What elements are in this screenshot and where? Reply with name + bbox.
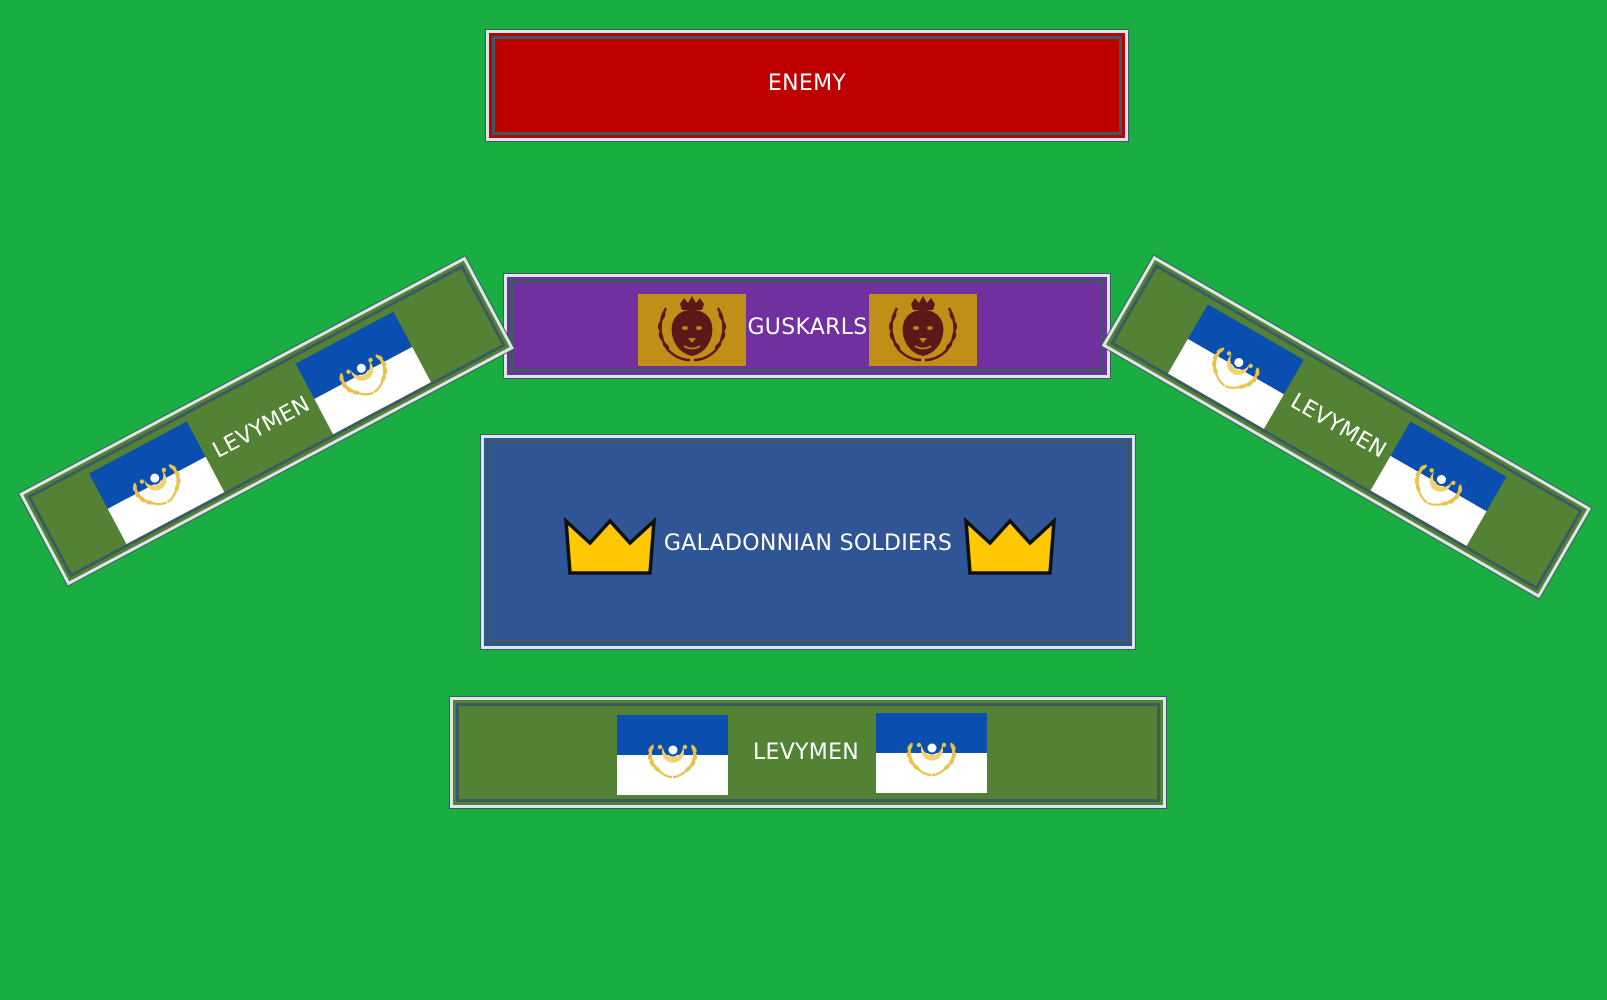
galadonnian-soldiers-label: GALADONNIAN SOLDIERS	[663, 531, 953, 556]
guskarls-unit: GUSKARLS	[504, 274, 1110, 378]
lion-emblem-icon	[869, 294, 977, 366]
crown-icon	[962, 517, 1058, 577]
crescent-flag-icon	[89, 421, 225, 544]
galadonnian-soldiers-unit: GALADONNIAN SOLDIERS	[481, 435, 1135, 649]
levymen-right-unit: LEVYMEN	[1101, 255, 1592, 599]
crescent-flag-icon	[1370, 421, 1506, 546]
crescent-flag-icon	[617, 715, 728, 795]
enemy-label: ENEMY	[767, 71, 847, 96]
levymen-rear-unit: LEVYMEN	[450, 697, 1166, 808]
crescent-flag-icon	[1168, 304, 1304, 429]
crescent-flag-icon	[876, 713, 987, 793]
levymen-left-unit: LEVYMEN	[19, 256, 514, 586]
levymen-right-label: LEVYMEN	[1286, 388, 1391, 464]
lion-emblem-icon	[638, 294, 746, 366]
guskarls-label: GUSKARLS	[747, 315, 868, 340]
crescent-flag-icon	[295, 312, 431, 435]
enemy-unit: ENEMY	[486, 30, 1128, 141]
crown-icon	[562, 517, 658, 577]
levymen-rear-label: LEVYMEN	[752, 740, 860, 765]
levymen-left-label: LEVYMEN	[208, 391, 315, 464]
